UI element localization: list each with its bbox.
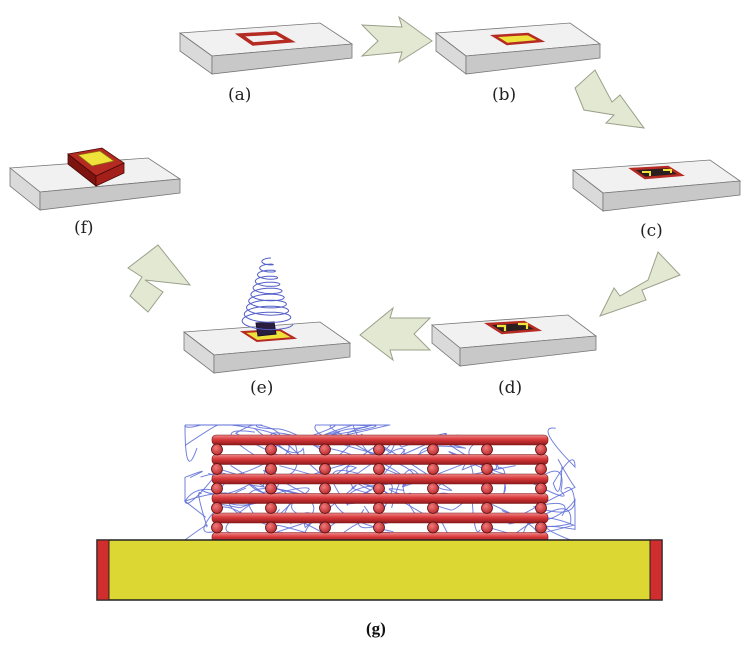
rod [211,434,549,446]
panel-b: (b) [434,22,602,105]
panel-e: (e) [182,257,352,398]
rod-node [481,521,493,534]
fiber [183,488,243,518]
rod-node [373,502,385,514]
rod-node [481,463,493,475]
panel-d: (d) [430,314,598,398]
label-e: (e) [250,378,273,398]
corner-mark-d-2 [518,322,529,329]
substrate-right-electrode [649,539,663,601]
corner-mark-d-1 [497,324,507,331]
cube-top-yellow [77,150,115,167]
arrow-d-to-e [359,306,432,362]
fiber [547,427,576,492]
rod-node [265,502,277,514]
arrow-c-to-d [599,251,681,317]
rod-node [373,482,385,495]
rod-node [427,443,439,456]
rod-node [427,482,439,495]
substrate [96,539,663,601]
rod-node [535,502,547,514]
label-b: (b) [492,85,516,105]
rod-node [535,521,547,534]
rod-node [535,482,547,495]
panel-a: (a) [178,22,354,105]
rod-node [211,443,223,456]
rod-node [265,443,277,456]
rod-node [265,463,277,475]
rod-node [373,463,385,475]
substrate-body [96,539,663,601]
label-g: (g) [366,619,386,638]
rod-node [427,521,439,534]
rod-node [427,502,439,514]
arrow-b-to-c [574,69,646,129]
corner-mark-c-2 [663,169,672,173]
fiber [184,424,201,462]
rod-node [535,463,547,475]
label-a: (a) [228,85,251,105]
label-f: (f) [74,218,94,238]
arrow-a-to-b [360,15,433,64]
rod-node [211,482,223,495]
rod-lattice [211,434,549,553]
label-d: (d) [498,378,522,398]
panel-c: (c) [571,159,742,241]
rod-node [481,482,493,495]
rod-node [211,463,223,475]
rod-node [373,443,385,456]
fiber [546,487,576,541]
fiber [324,424,377,457]
red-cube [67,147,125,187]
rod [211,454,549,465]
rod-node [211,502,223,514]
rod-node [373,521,385,534]
rod-node [427,463,439,475]
rod-node [319,521,331,534]
rod-node [319,463,331,475]
filled-pad-b [489,32,546,46]
plate-a [178,22,354,75]
corner-mark-c-1 [642,171,651,176]
arrow-e-to-f [127,244,192,313]
rod-node [319,482,331,495]
ring-electrode-a [234,31,296,46]
spiral-coil [241,257,294,331]
rod-node [319,443,331,456]
panel-g: (g) [96,424,663,638]
coil-wire [241,257,294,331]
substrate-left-electrode [96,539,110,601]
rod-node [265,482,277,495]
fiber [528,498,576,525]
plate-b [434,22,602,75]
rod [211,493,549,504]
rod-node [535,443,547,456]
rod-node [481,443,493,456]
rod-node [481,502,493,514]
panel-f: (f) [8,147,182,238]
rod-node [265,521,277,534]
rod-node [319,502,331,514]
rod-node [211,521,223,534]
rod [211,473,549,485]
label-c: (c) [640,221,663,241]
rod [211,512,549,524]
